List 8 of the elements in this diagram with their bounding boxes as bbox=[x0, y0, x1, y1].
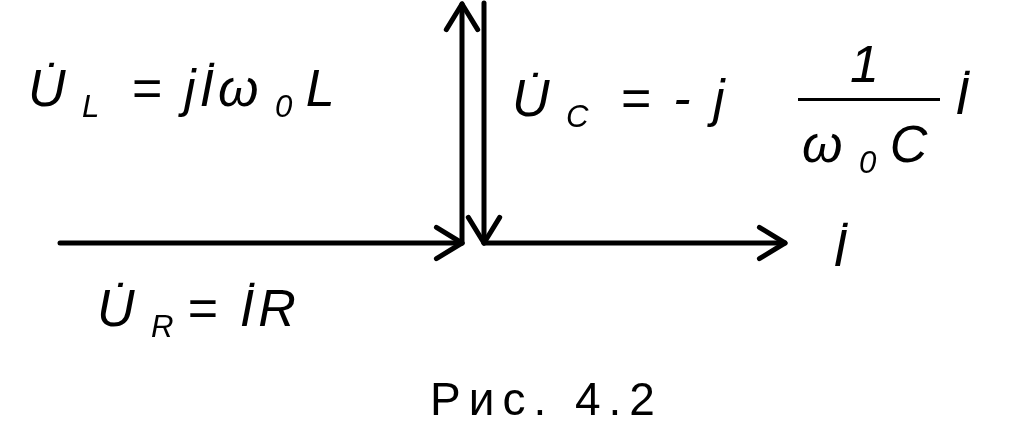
current-label: İ bbox=[833, 222, 852, 274]
formula-label: U̇$_{C}$ = - j bbox=[512, 72, 729, 133]
current-label: İ bbox=[955, 70, 974, 122]
formula-label: U̇$_{L}$ = jİω$_{0}$L bbox=[28, 62, 339, 123]
denominator-label: ω$_{0}$C bbox=[802, 118, 932, 179]
formula-label: U̇$_{R}$= İR bbox=[97, 282, 300, 343]
figure-caption: Рис. 4.2 bbox=[430, 376, 663, 422]
numerator-label: 1 bbox=[850, 38, 883, 90]
